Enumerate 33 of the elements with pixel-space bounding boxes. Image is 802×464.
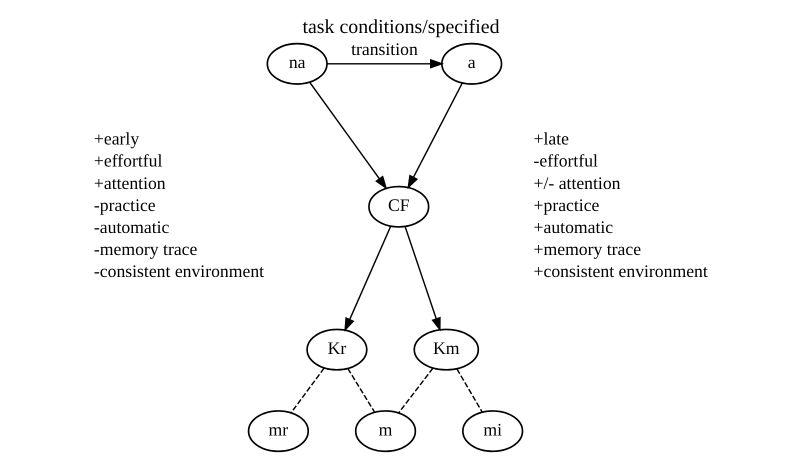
connector xyxy=(347,368,376,412)
arrow xyxy=(404,226,441,332)
label: +practice xyxy=(534,194,600,215)
connector xyxy=(290,368,325,413)
node-ellipse: a xyxy=(441,42,502,85)
label: +early xyxy=(94,128,140,149)
arrow xyxy=(309,82,388,190)
node-ellipse: mr xyxy=(248,410,310,452)
connector xyxy=(456,368,483,412)
node-ellipse: CF xyxy=(368,186,430,228)
edge-label: transition xyxy=(351,38,418,59)
label: -practice xyxy=(94,194,156,215)
label: +automatic xyxy=(534,217,614,238)
node-ellipse: Km xyxy=(413,328,480,371)
label: +/- attention xyxy=(534,172,620,193)
node-ellipse: Kr xyxy=(306,328,368,371)
arrow xyxy=(327,58,444,69)
label: -memory trace xyxy=(94,239,198,260)
label: +late xyxy=(534,128,570,149)
node-ellipse: na xyxy=(266,42,328,85)
label: -consistent environment xyxy=(94,261,264,282)
label: -automatic xyxy=(94,217,170,238)
diagram-title: task conditions/specified xyxy=(302,16,500,38)
label: +memory trace xyxy=(534,239,642,260)
arrow xyxy=(407,82,463,190)
node-ellipse: m xyxy=(354,410,416,452)
label: -effortful xyxy=(534,150,598,171)
connector xyxy=(398,368,434,413)
arrow xyxy=(344,226,392,332)
label: +effortful xyxy=(94,150,162,171)
label: +consistent environment xyxy=(534,261,708,282)
node-ellipse: mi xyxy=(462,410,524,452)
label: +attention xyxy=(94,172,166,193)
